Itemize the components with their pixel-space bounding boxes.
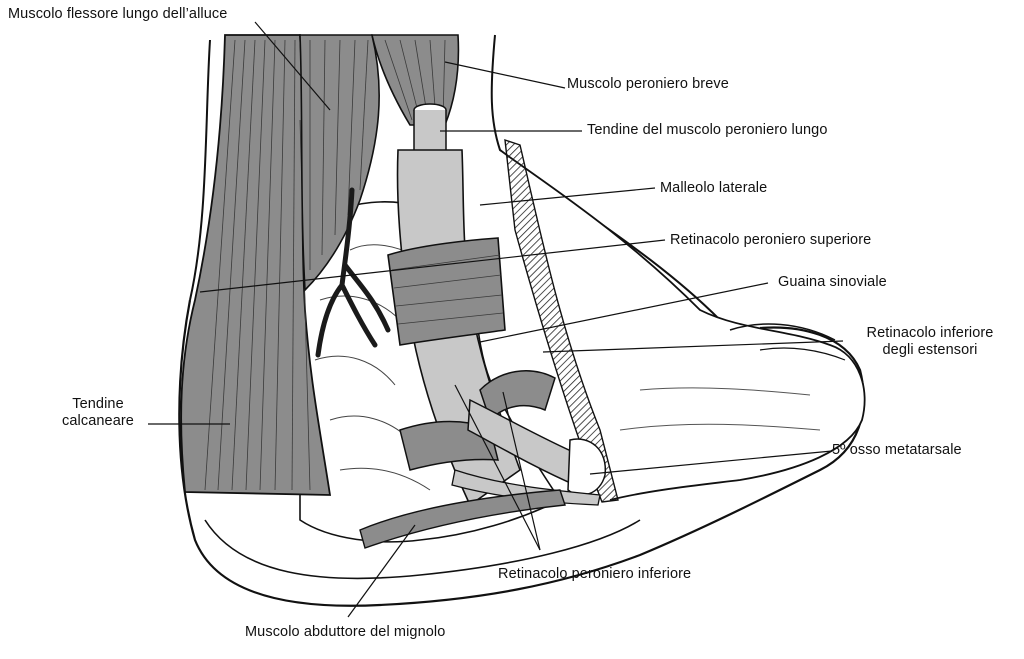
label-flexor-hallucis: Muscolo flessore lungo dell’alluce xyxy=(8,6,228,22)
label-calcaneal-tendon-line2: calcaneare xyxy=(62,413,134,429)
vessels xyxy=(315,187,391,358)
label-calcaneal-tendon: Tendine calcaneare xyxy=(48,396,148,430)
label-calcaneal-tendon-line1: Tendine xyxy=(72,396,124,412)
sole-inner-line xyxy=(204,519,641,580)
label-peroneus-brevis: Muscolo peroniero breve xyxy=(567,76,729,92)
leg-outline-left xyxy=(189,39,211,301)
label-superior-retinaculum: Retinacolo peroniero superiore xyxy=(670,232,872,248)
label-peroneus-longus-tendon: Tendine del muscolo peroniero lungo xyxy=(587,122,828,138)
label-lateral-malleolus: Malleolo laterale xyxy=(660,180,768,196)
abductor-digiti-minimi xyxy=(359,489,566,549)
label-extensor-retinaculum: Retinacolo inferiore degli estensori xyxy=(845,325,1015,359)
toe-outline xyxy=(729,323,836,341)
label-synovial-sheath: Guaina sinoviale xyxy=(778,274,887,290)
label-abductor-digiti-minimi: Muscolo abduttore del mignolo xyxy=(245,624,446,640)
label-extensor-retinaculum-line1: Retinacolo inferiore xyxy=(866,325,994,341)
leader-lines xyxy=(148,21,844,618)
label-extensor-retinaculum-line2: degli estensori xyxy=(882,342,978,358)
achilles-fibers xyxy=(204,39,311,491)
superior-retinaculum xyxy=(387,237,506,346)
label-fifth-metatarsal: 5º osso metatarsale xyxy=(832,442,962,458)
hatched-bone-section xyxy=(504,138,619,503)
label-inferior-retinaculum: Retinacolo peroniero inferiore xyxy=(498,566,692,582)
